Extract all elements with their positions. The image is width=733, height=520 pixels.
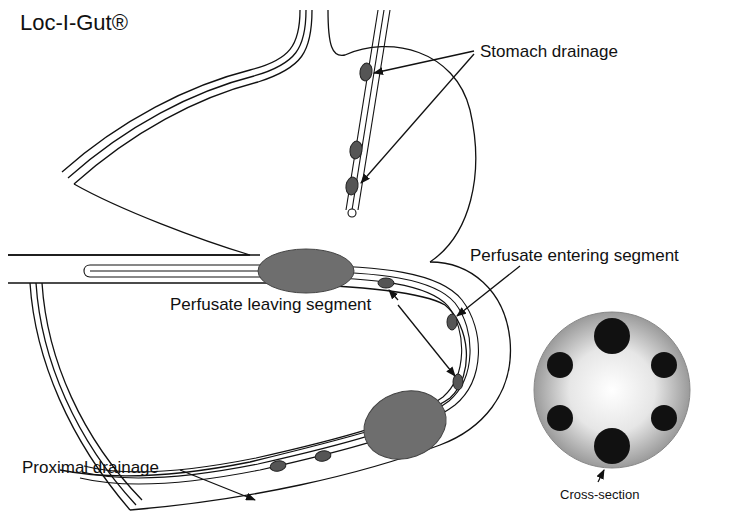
diagram-title: Loc-I-Gut® xyxy=(20,10,128,35)
leader-arrows xyxy=(180,51,604,500)
part-label: Perfusate leaving segment xyxy=(170,295,371,315)
part-label: Cross-section xyxy=(560,488,639,503)
part-label: Perfusate entering segment xyxy=(470,246,679,266)
occluding-balloons xyxy=(258,249,456,470)
perfusion-tube xyxy=(80,265,478,484)
part-label: Proximal drainage xyxy=(22,458,159,478)
part-label: Stomach drainage xyxy=(480,42,618,62)
cross-section xyxy=(534,312,690,468)
stomach-outline xyxy=(8,10,510,510)
